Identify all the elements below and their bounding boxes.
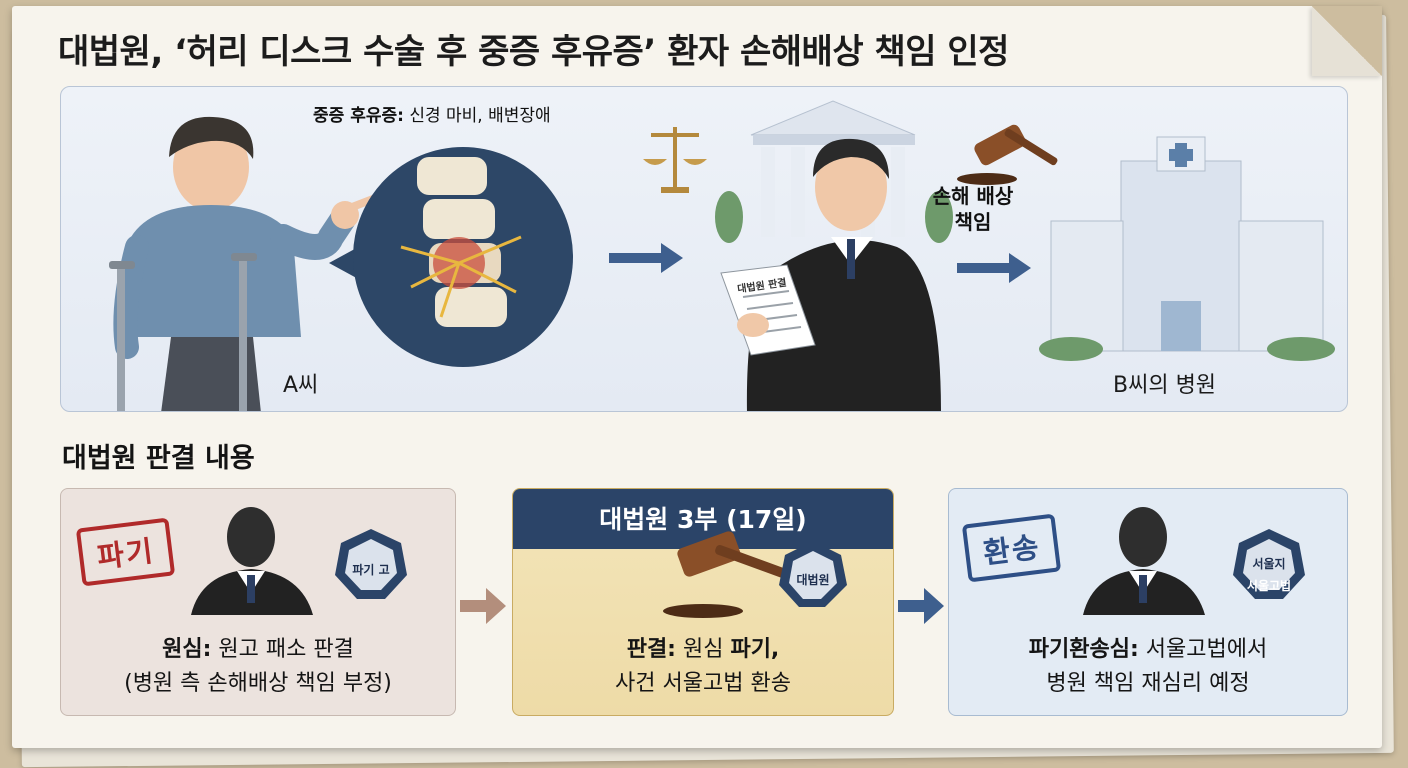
symptom-label: 중증 후유증:: [313, 106, 404, 126]
supreme-court-card: 대법원 3부 (17일) 대법원 판결: 원심 파기, 사건 서울고법 환송: [512, 488, 894, 716]
hospital-building: [1039, 136, 1335, 361]
reversal-stamp: 파기: [75, 517, 176, 587]
damage-line-1: 손해 배상: [932, 184, 1014, 208]
page-curl: [1312, 6, 1382, 76]
judgment-document: [720, 264, 816, 356]
damage-line-2: 책임: [954, 210, 992, 234]
card-2-illustration: [663, 531, 847, 618]
arrow-right-icon: [898, 588, 944, 624]
remand-stamp: 환송: [961, 513, 1062, 583]
card-3-illustration: [1083, 507, 1305, 615]
seal-label: 대법원: [796, 573, 830, 587]
supreme-court-header: 대법원 3부 (17일): [513, 489, 893, 549]
headline: 대법원, ‘허리 디스크 수술 후 중증 후유증’ 환자 손해배상 책임 인정: [58, 32, 1009, 72]
scales-of-justice-icon: [643, 127, 707, 193]
symptom-caption: 중증 후유증: 신경 마비, 배변장애: [313, 101, 551, 126]
remand-line-2: 병원 책임 재심리 예정: [1046, 671, 1250, 696]
remand-card: 환송 서울지 서울고법 파기환송심: 서울고법에서 병원 책임 재심리 예정: [948, 488, 1348, 716]
arrow-right-icon: [460, 588, 506, 624]
hospital-label: B씨의 병원: [1113, 373, 1217, 398]
remand-rest: 서울고법에서: [1138, 637, 1268, 662]
supreme-court-line-1: 판결: 원심 파기,: [513, 633, 893, 667]
damage-liability-label: 손해 배상 책임: [923, 183, 1023, 235]
remand-label: 파기환송심:: [1028, 637, 1139, 662]
remand-line-1: 파기환송심: 서울고법에서: [949, 633, 1347, 667]
lower-court-label: 원심:: [162, 637, 212, 662]
lower-court-card: 파기 파기 고 원심: 원고 패소 판결 (병원 측 손해배상 책임 부정): [60, 488, 456, 716]
illustration-svg: [109, 100, 1335, 411]
patient-label: A씨: [283, 373, 319, 398]
case-illustration-panel: 중증 후유증: 신경 마비, 배변장애 손해 배상 책임 A씨 B씨의 병원 대…: [60, 86, 1348, 412]
section-title: 대법원 판결 내용: [62, 443, 255, 474]
patient-figure: [109, 116, 377, 411]
lower-court-line-2: (병원 측 손해배상 책임 부정): [124, 671, 392, 696]
lower-court-text: 원심: 원고 패소 판결 (병원 측 손해배상 책임 부정): [61, 633, 455, 701]
supreme-court-text: 판결: 원심 파기, 사건 서울고법 환송: [513, 633, 893, 701]
seal-label-bottom: 서울고법: [1246, 579, 1292, 593]
flow-arrows: [609, 243, 1031, 283]
lower-court-line-1: 원심: 원고 패소 판결: [61, 633, 455, 667]
remand-text: 파기환송심: 서울고법에서 병원 책임 재심리 예정: [949, 633, 1347, 701]
gavel-icon: [957, 124, 1058, 185]
seal-label: 파기 고: [352, 563, 390, 577]
supreme-court-bold: 파기,: [730, 637, 780, 662]
symptom-detail: 신경 마비, 배변장애: [403, 106, 551, 126]
spine-closeup: [329, 147, 573, 367]
supreme-court-mid: 원심: [675, 637, 731, 662]
supreme-court-label: 판결:: [626, 637, 676, 662]
supreme-court-line-2: 사건 서울고법 환송: [615, 671, 791, 696]
lower-court-result: 원고 패소 판결: [211, 637, 354, 662]
judge-figure: [746, 138, 941, 411]
card-1-illustration: [191, 507, 407, 615]
seal-label-top: 서울지: [1252, 557, 1286, 571]
